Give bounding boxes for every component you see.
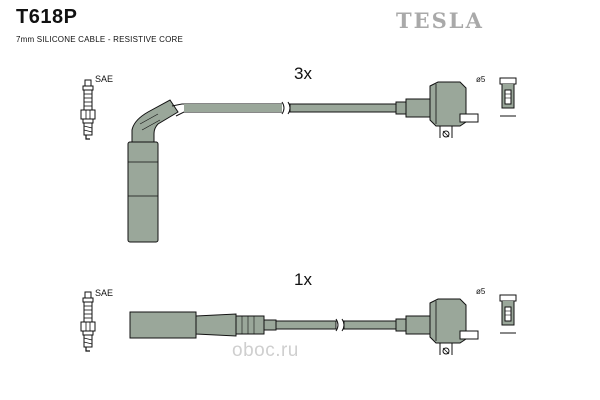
quantity-label: 1x [294, 270, 312, 289]
coil-connector [395, 294, 517, 356]
coil-connector [395, 77, 517, 139]
diameter-label: ø5 [476, 287, 486, 296]
cable-spec: 7mm SILICONE CABLE - RESISTIVE CORE [16, 35, 184, 44]
spark-plug-icon [80, 79, 96, 140]
plug-boot [127, 141, 159, 243]
watermark: oboc.ru [232, 340, 299, 361]
spark-plug-icon [80, 291, 96, 352]
diameter-label: ø5 [476, 75, 486, 84]
plug-type-label: SAE [95, 288, 114, 298]
lead-straight [80, 291, 517, 356]
quantity-label: 3x [294, 64, 312, 83]
part-number: T618P [16, 6, 78, 28]
plug-type-label: SAE [95, 74, 114, 84]
brand-logo: TESLA [396, 8, 484, 33]
lead-angled [80, 77, 517, 243]
plug-boot [129, 311, 197, 339]
